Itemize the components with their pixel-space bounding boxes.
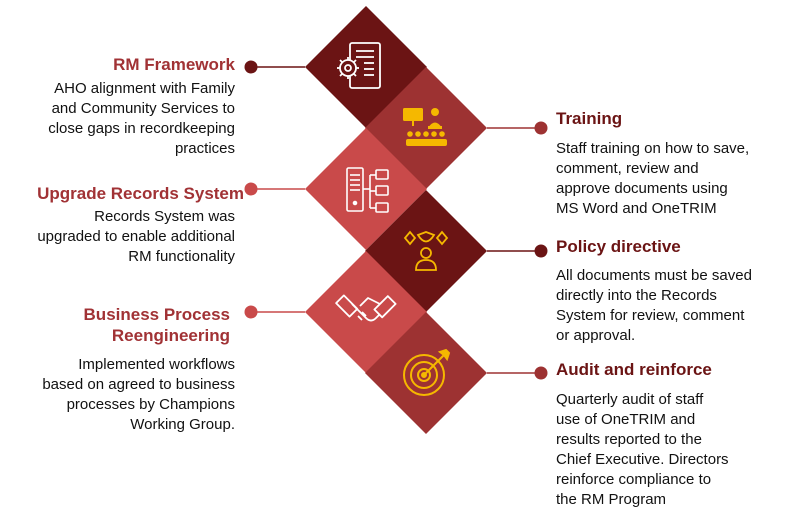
step-title-audit-and-reinforce: Audit and reinforce <box>556 360 712 379</box>
step-title-policy-directive: Policy directive <box>556 237 681 256</box>
handshake-icon <box>335 294 397 322</box>
connector-upgrade-records-system <box>244 182 305 196</box>
step-description-policy-directive: All documents must be saved directly int… <box>556 267 752 344</box>
step-description-upgrade-records-system: Records System was upgraded to enable ad… <box>37 208 235 265</box>
step-title-business-process-reengineering: Business Process Reengineering <box>83 305 230 345</box>
target-icon <box>403 348 451 396</box>
step-description-business-process-reengineering: Implemented workflows based on agreed to… <box>42 356 235 433</box>
connector-business-process-reengineering <box>244 305 305 319</box>
step-title-upgrade-records-system: Upgrade Records System <box>37 184 244 203</box>
step-description-rm-framework: AHO alignment with Family and Community … <box>48 80 235 157</box>
step-description-audit-and-reinforce: Quarterly audit of staff use of OneTRIM … <box>556 391 729 508</box>
person-ideas-icon <box>403 230 449 271</box>
step-title-rm-framework: RM Framework <box>113 55 235 74</box>
connector-training <box>487 121 548 135</box>
step-description-training: Staff training on how to save, comment, … <box>556 140 750 217</box>
document-gear-icon <box>337 42 381 89</box>
server-network-icon <box>346 167 389 213</box>
presentation-audience-icon <box>403 108 447 146</box>
connector-policy-directive <box>487 244 548 258</box>
connector-rm-framework <box>244 60 305 74</box>
connector-audit-and-reinforce <box>487 366 548 380</box>
step-title-training: Training <box>556 109 623 128</box>
